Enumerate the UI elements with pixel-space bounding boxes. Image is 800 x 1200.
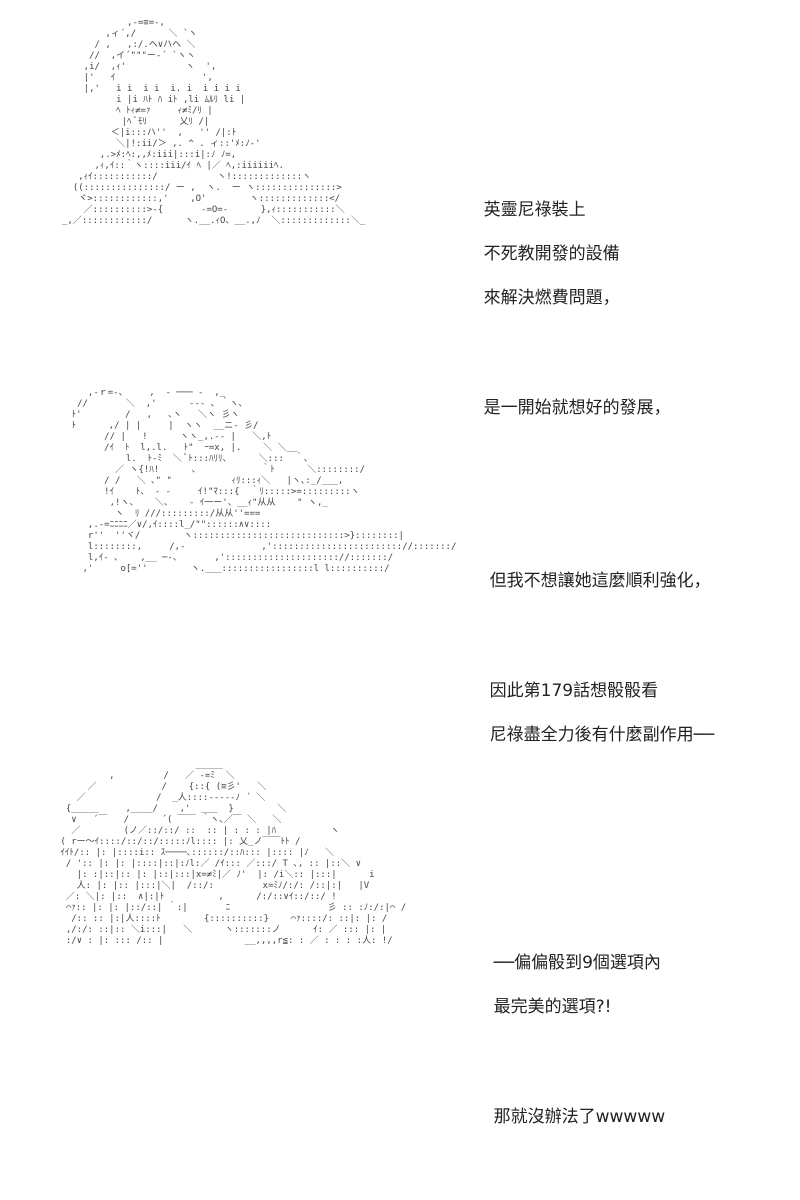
caption-1-line-1: 英靈尼祿裝上: [483, 200, 586, 220]
caption-1-line-3: 來解決燃費問題，: [483, 288, 620, 308]
caption-2-line-1: 但我不想讓她這麼順利強化，: [489, 571, 711, 591]
caption-3-line-4: 那就沒辦法了wwwww: [493, 1107, 666, 1127]
caption-2-line-4: 尼祿盡全力後有什麼副作用──: [489, 725, 715, 745]
caption-3-line-2: 最完美的選項?!: [493, 997, 612, 1017]
caption-1-line-5: 是一開始就想好的發展，: [483, 398, 671, 418]
panel-1: ,-=≡=-, ,ィ´,/ ＼ `ヽ / , ,:/.ヘ∨ハヘ ＼ // ,イ´…: [0, 0, 800, 418]
ascii-art-nero-2: ,-ｒ=-、 , - ─── - ,_ // ＼ ,' -‐- ､ ｀ヽ､ ﾄ'…: [71, 388, 457, 574]
ascii-art-nero-3: _____ , / ／ -=ﾐ ＼ ／ / {::{ (≡彡' ＼ ／ / _人…: [60, 760, 407, 946]
caption-2-gap: [468, 636, 714, 658]
panel-2: ,-ｒ=-、 , - ─── - ,_ // ＼ ,' -‐- ､ ｀ヽ､ ﾄ'…: [0, 370, 800, 745]
caption-3: ──偏偏骰到9個選項內 最完美的選項?! 那就沒辦法了wwwww: [472, 930, 666, 1150]
caption-2: 但我不想讓她這麼順利強化， 因此第179話想骰骰看 尼祿盡全力後有什麼副作用──: [468, 548, 714, 768]
caption-3-gap: [472, 1062, 665, 1084]
caption-2-line-3: 因此第179話想骰骰看: [489, 681, 659, 701]
caption-3-line-1: ──偏偏骰到9個選項內: [493, 953, 661, 973]
caption-1-line-2: 不死教開發的設備: [483, 244, 620, 264]
caption-1: 英靈尼祿裝上 不死教開發的設備 來解決燃費問題， 是一開始就想好的發展，: [462, 177, 671, 441]
panel-3: _____ , / ／ -=ﾐ ＼ ／ / {::{ (≡彡' ＼ ／ / _人…: [0, 760, 800, 1127]
ascii-art-nero-1: ,-=≡=-, ,ィ´,/ ＼ `ヽ / , ,:/.ヘ∨ハヘ ＼ // ,イ´…: [62, 18, 366, 226]
